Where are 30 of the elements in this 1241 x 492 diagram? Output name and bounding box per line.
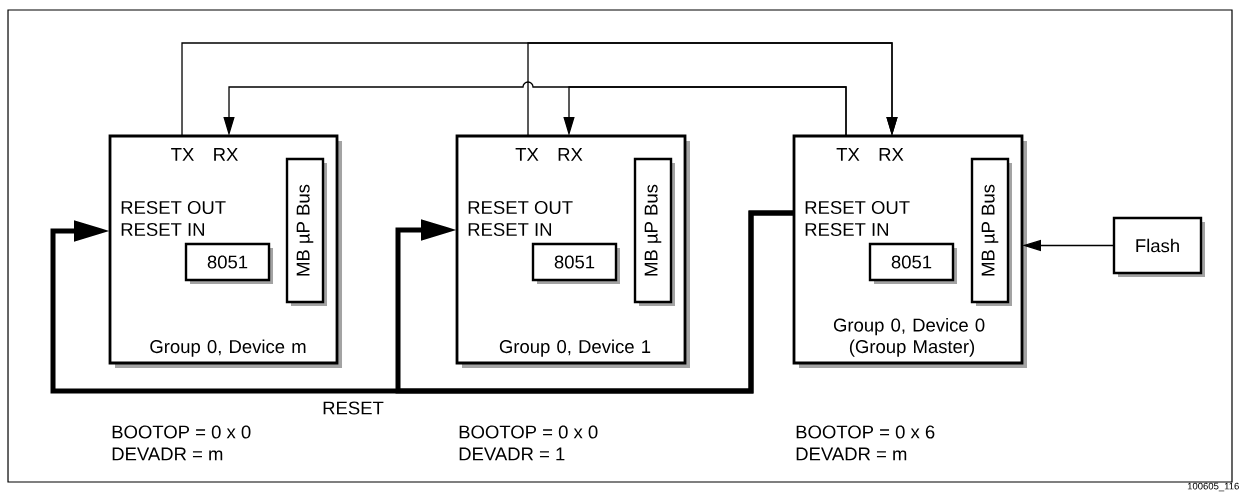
pin-label: RESET IN xyxy=(805,222,888,237)
pin-label: RESET OUT xyxy=(805,200,910,215)
bus-box: MB µP Bus xyxy=(633,157,675,306)
bus-box: MB µP Bus xyxy=(970,157,1012,306)
setting-label: DEVADR = m xyxy=(112,447,223,461)
setting-label: BOOTOP = 0 x 6 xyxy=(796,425,935,439)
figure-number: 100605_116 xyxy=(1187,482,1239,492)
arrow xyxy=(563,86,847,137)
pin-label: RX xyxy=(214,148,238,161)
pin-label: TX xyxy=(515,148,539,161)
pin-label: RX xyxy=(879,148,904,161)
pin-label: TX xyxy=(836,148,860,161)
setting-label: DEVADR = m xyxy=(796,447,907,461)
arrow xyxy=(50,210,794,394)
bus-box: MB µP Bus xyxy=(285,157,327,306)
chip-box: 8051 xyxy=(868,242,957,284)
memory-box: Flash xyxy=(1112,216,1205,277)
chip-box: 8051 xyxy=(531,242,620,284)
setting-label: BOOTOP = 0 x 0 xyxy=(112,425,251,439)
pin-label: TX xyxy=(171,148,194,161)
setting-label: DEVADR = 1 xyxy=(459,447,565,461)
edge-label: RESET xyxy=(321,400,385,416)
pin-label: RX xyxy=(558,148,583,161)
pin-label: RESET OUT xyxy=(121,200,226,215)
setting-label: BOOTOP = 0 x 0 xyxy=(459,425,598,439)
pin-label: RESET IN xyxy=(121,222,204,237)
chip-box: 8051 xyxy=(184,242,273,284)
arrow xyxy=(527,42,898,137)
pin-label: RESET IN xyxy=(468,222,551,237)
pin-label: RESET OUT xyxy=(468,200,573,215)
